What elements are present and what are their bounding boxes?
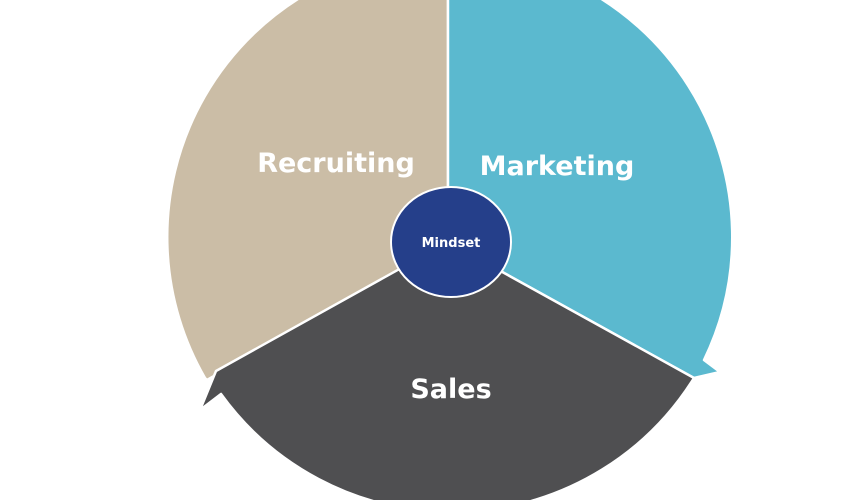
center-circle: [390, 186, 512, 298]
marketing-label: Marketing: [480, 151, 635, 182]
recruiting-label: Recruiting: [257, 148, 415, 179]
recruiting-segment: [165, 0, 450, 382]
sales-segment: [198, 240, 696, 500]
sales-label: Sales: [410, 374, 491, 405]
center-label: Mindset: [422, 236, 481, 251]
marketing-segment: [446, 0, 734, 380]
